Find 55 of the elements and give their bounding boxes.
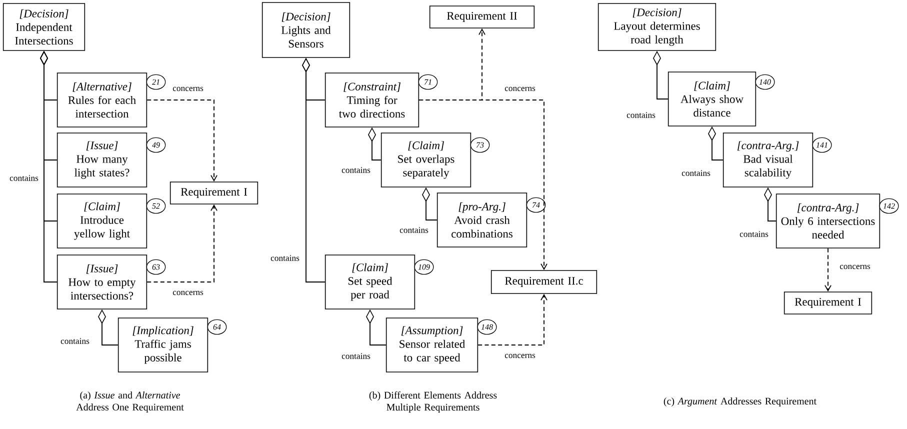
card: [Claim] Always show distance xyxy=(668,72,756,126)
card: [Claim] Set speed per road xyxy=(324,254,416,310)
edge-label: contains xyxy=(270,255,300,261)
card: Requirement II xyxy=(429,6,535,28)
number-badge: 73 xyxy=(470,137,490,153)
card: [Assumption] Sensor related to car speed xyxy=(386,318,478,372)
number-badge: 142 xyxy=(879,198,899,214)
card: Requirement I xyxy=(170,182,258,204)
number-badge: 148 xyxy=(477,319,497,335)
card: [Claim] Introduce yellow light xyxy=(56,194,148,248)
card: [Claim] Set overlaps separately xyxy=(380,132,472,188)
card: [contra-Arg.] Bad visual scalability xyxy=(722,132,814,188)
number-badge: 71 xyxy=(418,74,438,90)
caption: (b) Different Elements Address Multiple Requirements xyxy=(369,391,497,413)
card: [Alternative] Rules for each intersection xyxy=(56,72,148,128)
number-badge: 63 xyxy=(146,259,166,275)
card: [Issue] How many light states? xyxy=(56,132,148,188)
number-badge: 141 xyxy=(812,137,832,153)
edge-label: contains xyxy=(682,170,710,176)
caption: (c) Argument Addresses Requirement xyxy=(664,397,816,407)
edge-label: concerns xyxy=(504,354,536,358)
arrow xyxy=(478,294,548,346)
card: Requirement II.c xyxy=(490,270,598,294)
card: [Decision] Layout determines road length xyxy=(598,3,716,51)
card: [Constraint] Timing for two directions xyxy=(324,72,420,128)
edge-label: contains xyxy=(740,231,768,237)
card: [Issue] How to empty intersections? xyxy=(56,254,148,310)
number-badge: 64 xyxy=(207,319,227,335)
card: [Implication] Traffic jams possible xyxy=(118,318,208,372)
edge-label: concerns xyxy=(504,86,536,92)
number-badge: 74 xyxy=(526,197,546,213)
arrow xyxy=(146,204,218,282)
edge-label: concerns xyxy=(172,290,204,296)
card: [contra-Arg.] Only 6 intersections needed xyxy=(776,194,880,248)
edge-label: contains xyxy=(60,338,90,344)
number-badge: 109 xyxy=(414,259,434,275)
number-badge: 140 xyxy=(755,74,775,90)
edge-label: contains xyxy=(342,167,370,173)
edge-label: contains xyxy=(400,227,428,233)
edge-label: contains xyxy=(626,112,656,118)
edge-label: contains xyxy=(10,175,38,181)
edge-label: concerns xyxy=(840,264,870,270)
edge-label: concerns xyxy=(172,86,204,92)
card: [Decision] Lights and Sensors xyxy=(262,2,350,58)
arrow xyxy=(824,248,832,292)
card: [pro-Arg.] Avoid crash combinations xyxy=(436,192,528,248)
number-badge: 49 xyxy=(146,137,166,153)
edge-label: contains xyxy=(342,353,370,359)
arrow xyxy=(146,100,218,182)
caption: (a) Issue and Alternative Address One Requirement xyxy=(76,391,184,413)
number-badge: 52 xyxy=(146,198,166,214)
card: [Decision] Independent Intersections xyxy=(2,3,86,51)
arrow xyxy=(418,100,548,270)
number-badge: 21 xyxy=(146,74,166,90)
card: Requirement I xyxy=(784,292,872,314)
